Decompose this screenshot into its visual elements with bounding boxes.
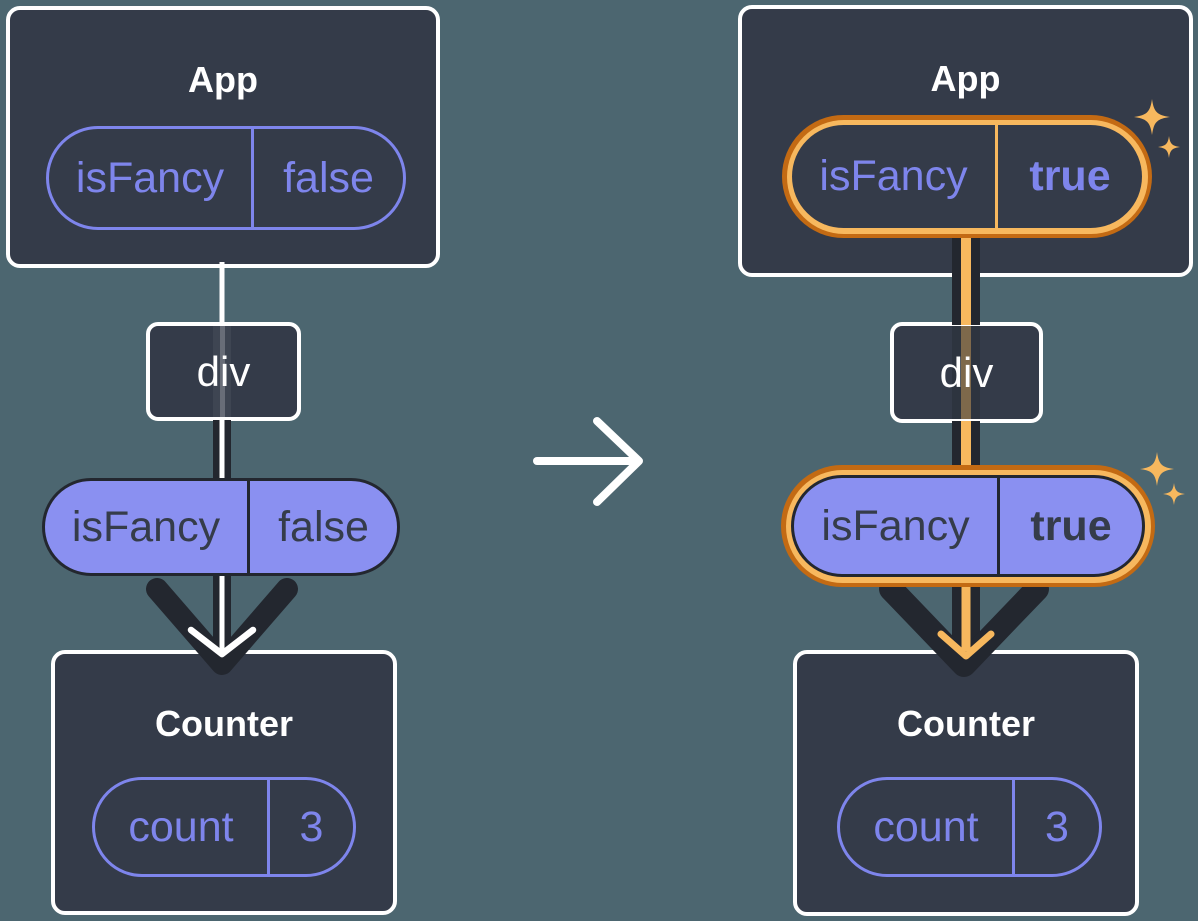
app-title: App (188, 59, 258, 100)
prop-value-cell: true (1000, 478, 1142, 574)
state-value: 3 (299, 802, 324, 851)
prop-value-cell: false (250, 481, 397, 573)
state-name: isFancy (819, 152, 968, 200)
counter-title: Counter (897, 703, 1035, 744)
after-div-box: div (890, 322, 1043, 423)
state-name-cell: isFancy (792, 125, 998, 228)
arrowhead-icon (187, 626, 257, 658)
state-value: false (283, 153, 374, 202)
prop-name: isFancy (71, 502, 221, 551)
prop-value: false (278, 502, 369, 551)
state-name-cell: count (95, 780, 270, 874)
before-prop-pill: isFancy false (42, 478, 400, 576)
state-name-cell: count (840, 780, 1015, 874)
after-prop-pill: isFancy true (791, 475, 1145, 577)
sparkle-icon (1158, 136, 1180, 158)
app-title: App (930, 58, 1001, 99)
after-prop-pill-highlight: isFancy true (781, 465, 1155, 587)
state-value-cell: true (998, 125, 1142, 228)
prop-name-cell: isFancy (794, 478, 1000, 574)
after-app-state-pill-highlight: isFancy true (782, 115, 1152, 238)
after-counter-state-pill: count 3 (837, 777, 1102, 877)
before-app-box: App isFancy false (6, 6, 440, 268)
sparkle-icon (1134, 99, 1170, 135)
after-app-state-pill: isFancy true (792, 125, 1142, 228)
state-value: true (1029, 152, 1111, 200)
state-name: isFancy (75, 153, 225, 202)
after-counter-box: Counter count 3 (793, 650, 1139, 916)
ghost-line-core (219, 326, 225, 417)
prop-name: isFancy (821, 501, 970, 550)
before-counter-box: Counter count 3 (51, 650, 397, 915)
highlight-ring: isFancy true (786, 119, 1148, 234)
state-name: count (128, 802, 234, 851)
prop-flow-arrow (146, 578, 298, 675)
highlight-ring: isFancy true (785, 469, 1151, 583)
sparkle-icon (1163, 483, 1185, 505)
prop-flow-arrow (879, 577, 1049, 677)
ghost-line (952, 326, 980, 419)
state-value: 3 (1045, 802, 1069, 851)
state-name-cell: isFancy (49, 129, 254, 227)
prop-value: true (1030, 501, 1112, 550)
arrow-right-icon (593, 417, 643, 506)
before-counter-state-pill: count 3 (92, 777, 356, 877)
before-div-box: div (146, 322, 301, 421)
div-label: div (939, 348, 994, 396)
sparkle-icon (1140, 452, 1174, 486)
ghost-line-core (961, 326, 971, 419)
counter-title: Counter (155, 703, 293, 744)
div-label: div (196, 347, 251, 395)
arrowhead-icon (937, 630, 995, 660)
state-name: count (873, 802, 979, 851)
before-app-state-pill: isFancy false (46, 126, 406, 230)
prop-name-cell: isFancy (45, 481, 250, 573)
state-value-cell: 3 (1015, 780, 1099, 874)
ghost-line (213, 326, 231, 417)
state-value-cell: 3 (270, 780, 353, 874)
state-value-cell: false (254, 129, 403, 227)
